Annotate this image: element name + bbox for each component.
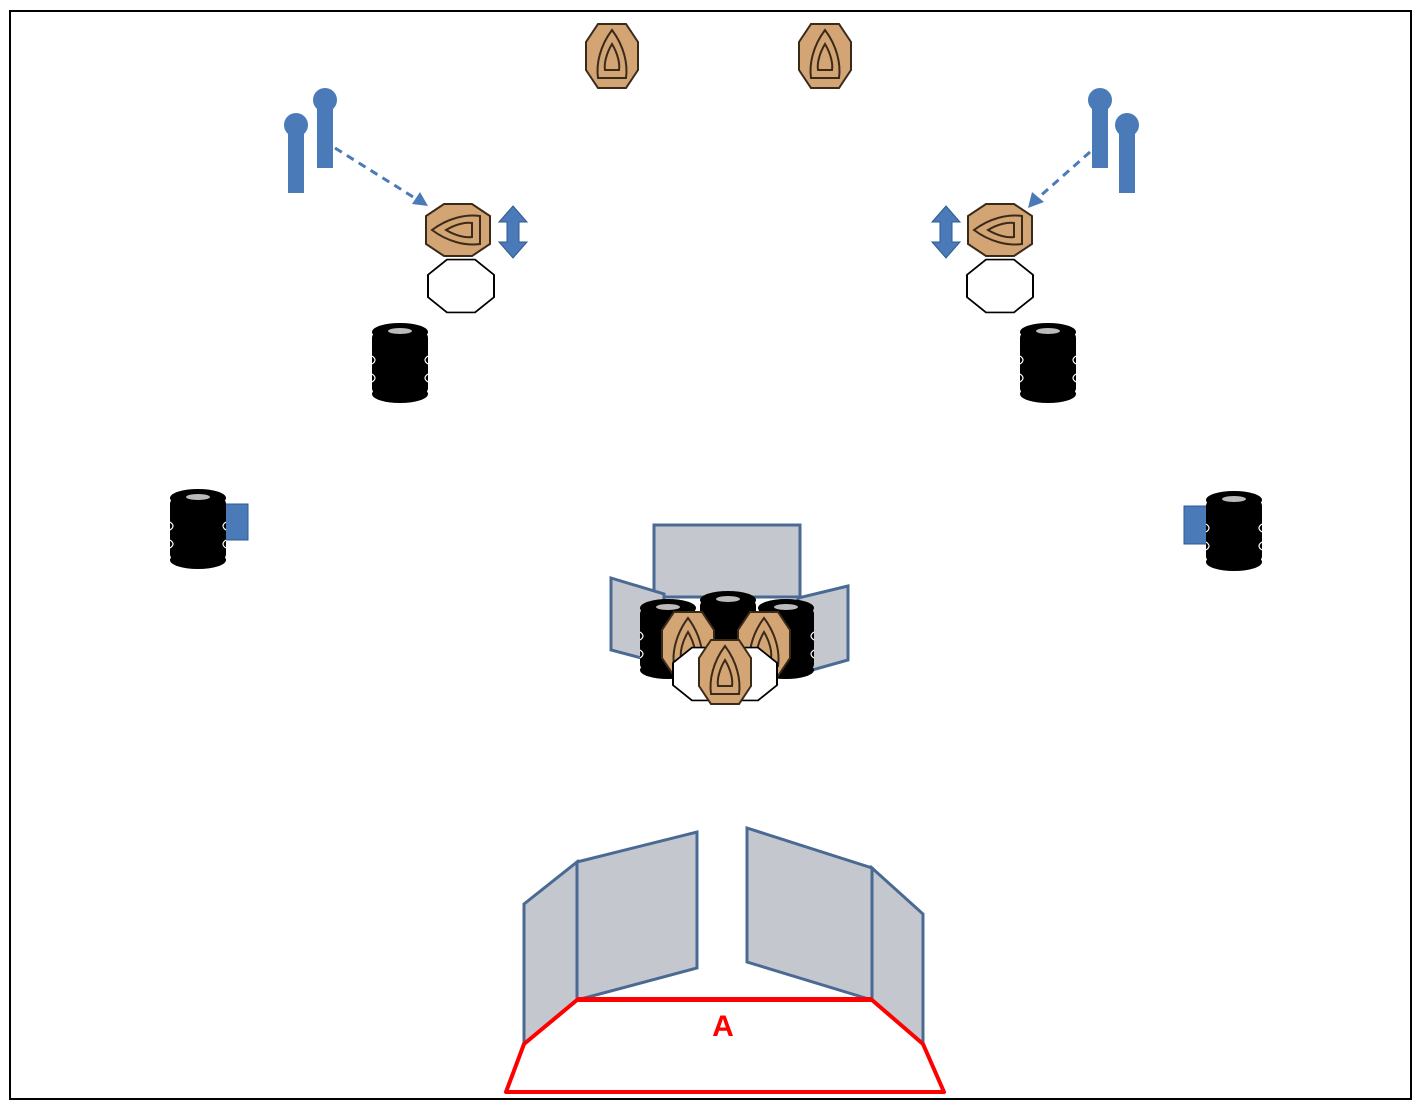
no-shoot-right — [966, 258, 1034, 314]
diagram-frame — [9, 10, 1412, 1100]
activator-pole-left-rear — [313, 88, 337, 168]
activation-arrowhead-right — [1028, 192, 1044, 208]
shooting-wall-right-inner — [745, 825, 874, 1003]
no-shoot-left — [427, 258, 495, 314]
barrel-upper-left — [371, 322, 429, 404]
activation-arrowhead-left — [412, 192, 428, 206]
shooting-wall-left-outer — [522, 858, 579, 1048]
swing-direction-icon-right — [931, 205, 961, 259]
activation-arrow-right — [1037, 150, 1091, 200]
center-wall-back — [652, 523, 802, 599]
paper-target-center-front — [698, 639, 752, 705]
barrel-side-right — [1205, 490, 1263, 572]
shooting-wall-right-outer — [870, 864, 925, 1048]
activator-block-right — [1183, 505, 1211, 545]
swing-direction-icon-left — [498, 205, 528, 259]
activator-pole-right-front — [1115, 113, 1139, 193]
activator-pole-left-front — [284, 113, 308, 193]
shooting-box-label: A — [712, 1010, 734, 1043]
activator-pole-right-rear — [1088, 88, 1112, 168]
paper-target-far-left — [585, 23, 639, 89]
activation-arrow-left — [334, 146, 419, 202]
paper-target-far-right — [798, 23, 852, 89]
shooting-wall-left-inner — [575, 830, 699, 1002]
swinging-target-left — [425, 203, 491, 257]
barrel-side-left — [169, 488, 227, 570]
barrel-upper-right — [1019, 322, 1077, 404]
swinging-target-right — [967, 203, 1033, 257]
